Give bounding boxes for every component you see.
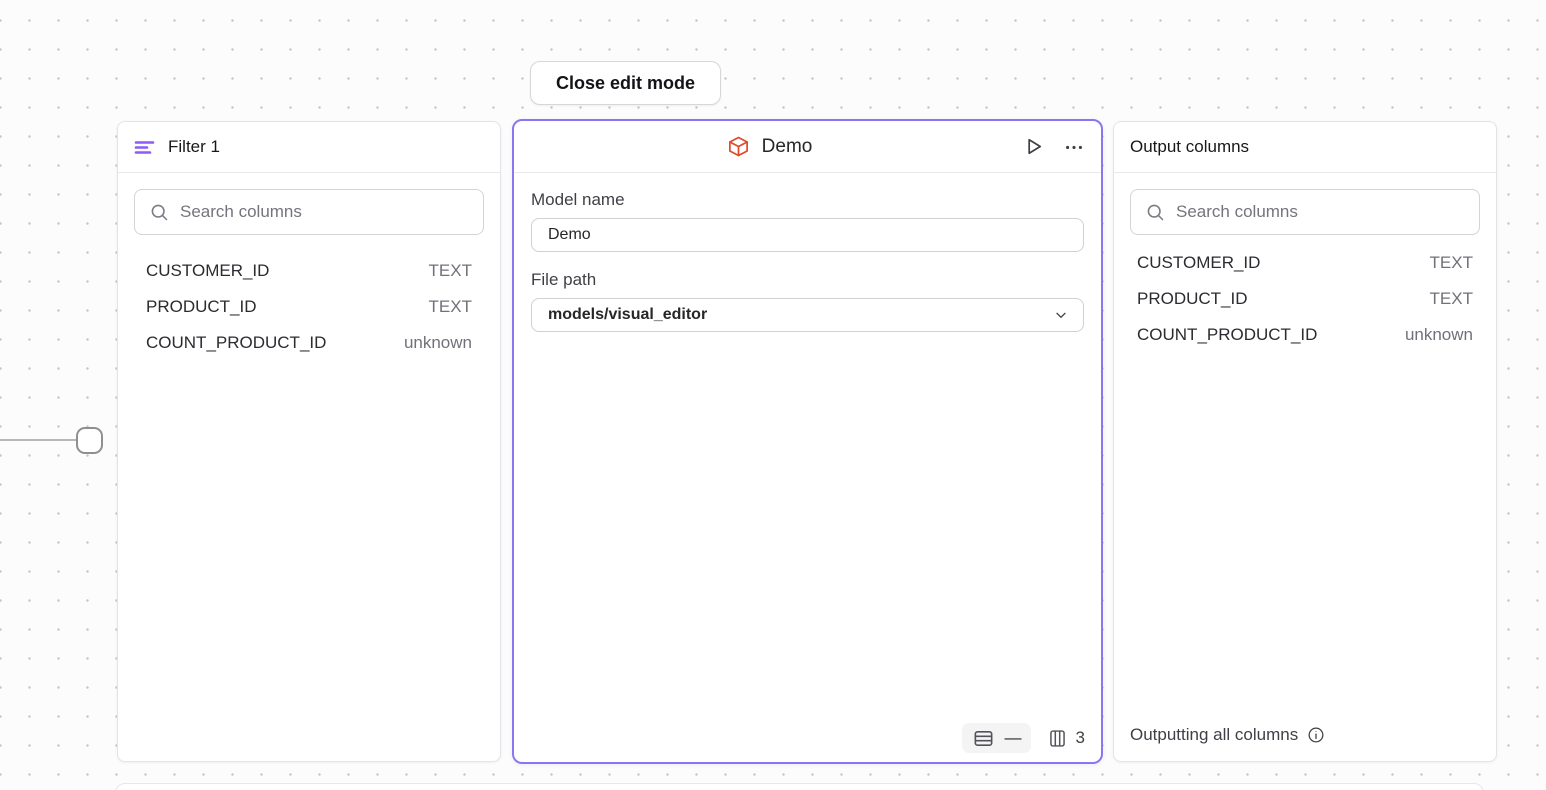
output-panel-header: Output columns — [1114, 122, 1496, 173]
column-row[interactable]: PRODUCT_ID TEXT — [134, 289, 484, 325]
model-panel-title: Demo — [761, 135, 813, 157]
filter-panel-title: Filter 1 — [168, 137, 220, 156]
output-panel-title: Output columns — [1130, 137, 1250, 156]
info-icon[interactable] — [1306, 725, 1326, 745]
column-name: CUSTOMER_ID — [1137, 253, 1261, 272]
output-columns-panel[interactable]: Output columns CUSTOMER_ID TEXT PRODUCT_… — [1113, 121, 1497, 762]
column-name: PRODUCT_ID — [1137, 289, 1248, 308]
model-footer-stats: — 3 — [961, 723, 1085, 753]
filter-lines-icon — [134, 139, 155, 156]
model-panel-header: Demo — [514, 121, 1101, 173]
model-name-label: Model name — [531, 190, 625, 209]
column-type: TEXT — [1429, 253, 1473, 272]
column-row[interactable]: PRODUCT_ID TEXT — [1130, 281, 1480, 317]
run-model-button[interactable] — [1022, 135, 1045, 158]
search-icon — [149, 202, 170, 223]
output-column-list: CUSTOMER_ID TEXT PRODUCT_ID TEXT COUNT_P… — [1130, 245, 1480, 353]
table-rows-icon — [972, 727, 995, 750]
ellipsis-icon — [1063, 136, 1085, 158]
file-path-label: File path — [531, 270, 597, 289]
file-path-select[interactable]: models/visual_editor — [531, 298, 1084, 332]
column-name: COUNT_PRODUCT_ID — [146, 333, 327, 352]
output-footer-text: Outputting all columns — [1130, 725, 1299, 744]
column-count-value: 3 — [1075, 728, 1085, 747]
column-type: TEXT — [428, 297, 472, 316]
connector-line — [0, 439, 77, 441]
model-name-input[interactable] — [531, 218, 1084, 252]
more-options-button[interactable] — [1063, 136, 1085, 158]
filter-search-box[interactable] — [134, 189, 484, 235]
column-count-stat[interactable]: 3 — [1047, 728, 1085, 749]
search-icon — [1145, 202, 1166, 223]
filter-search-input[interactable] — [180, 202, 469, 222]
column-name: COUNT_PRODUCT_ID — [1137, 325, 1318, 344]
filter-panel-header: Filter 1 — [118, 122, 500, 173]
play-icon — [1022, 135, 1045, 158]
row-count-toggle[interactable]: — — [961, 723, 1031, 753]
column-name: PRODUCT_ID — [146, 297, 257, 316]
output-search-input[interactable] — [1176, 202, 1465, 222]
column-row[interactable]: COUNT_PRODUCT_ID unknown — [1130, 317, 1480, 353]
column-type: unknown — [1404, 325, 1473, 344]
chevron-down-icon — [1053, 307, 1069, 323]
model-node-panel[interactable]: Demo — [512, 119, 1103, 764]
column-type: TEXT — [1429, 289, 1473, 308]
column-type: TEXT — [428, 261, 472, 280]
column-name: CUSTOMER_ID — [146, 261, 270, 280]
close-edit-mode-button[interactable]: Close edit mode — [530, 61, 721, 105]
table-columns-icon — [1047, 728, 1068, 749]
row-count-value: — — [1004, 728, 1022, 747]
column-row[interactable]: CUSTOMER_ID TEXT — [1130, 245, 1480, 281]
column-row[interactable]: CUSTOMER_ID TEXT — [134, 253, 484, 289]
file-path-value: models/visual_editor — [548, 306, 708, 323]
column-type: unknown — [403, 333, 472, 352]
filter-node-panel[interactable]: Filter 1 CUSTOMER_ID TEXT PRODUCT_ID TEX — [117, 121, 501, 762]
cube-icon — [727, 135, 750, 158]
model-title-group: Demo — [727, 135, 813, 158]
filter-column-list: CUSTOMER_ID TEXT PRODUCT_ID TEXT COUNT_P… — [134, 253, 484, 361]
connector-handle[interactable] — [76, 427, 103, 454]
output-search-box[interactable] — [1130, 189, 1480, 235]
column-row[interactable]: COUNT_PRODUCT_ID unknown — [134, 325, 484, 361]
output-footer: Outputting all columns — [1114, 713, 1496, 761]
bottom-node-panel[interactable] — [115, 783, 1484, 790]
